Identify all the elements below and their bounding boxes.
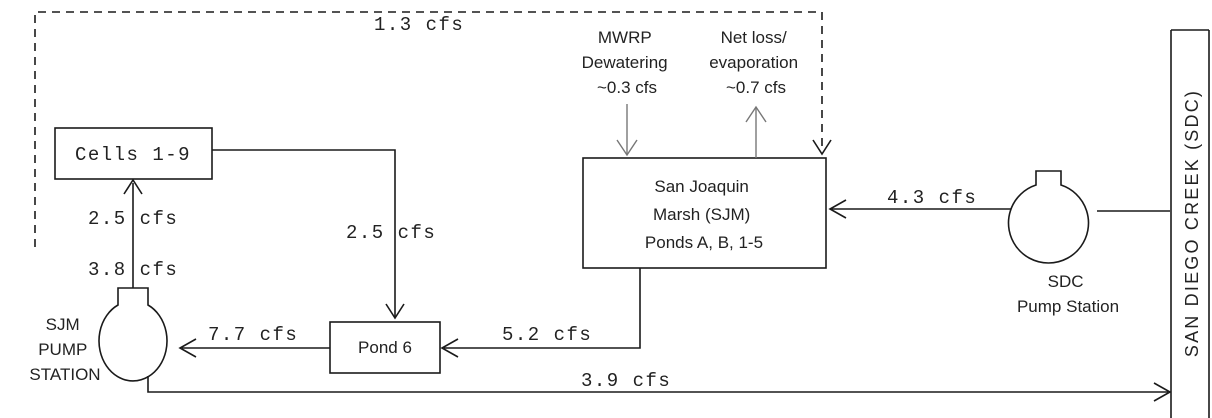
cells-box xyxy=(54,127,213,180)
sdc-to-sjm-arrowhead xyxy=(828,199,847,219)
pond6-to-pump-arrowhead xyxy=(178,338,197,358)
pump-to-creek-arrowhead xyxy=(1153,382,1172,402)
flow-label-pond6-to-pump: 7.7 cfs xyxy=(208,324,298,346)
mwrp-label: MWRP Dewatering ~0.3 cfs xyxy=(582,28,673,97)
netloss-label: Net loss/ evaporation ~0.7 cfs xyxy=(709,28,803,97)
pump-to-creek-line xyxy=(147,376,1168,393)
pond6-box xyxy=(329,321,441,374)
sjm-pump-label: SJM PUMP STATION xyxy=(29,315,100,384)
netloss-arrowhead xyxy=(745,105,767,123)
flow-label-sdc-to-sjm: 4.3 cfs xyxy=(887,187,977,209)
sjm-to-pond6-line xyxy=(444,268,641,349)
flow-label-cells-in: 2.5 cfs xyxy=(88,208,178,230)
sjm-to-pond6-arrowhead xyxy=(440,338,459,358)
recirculation-loop xyxy=(34,11,823,247)
cells-to-pond6-line xyxy=(212,149,396,318)
pond6-label: Pond 6 xyxy=(358,338,412,357)
sjm-pump-icon xyxy=(98,287,168,382)
flow-label-cells-to-pond6: 2.5 cfs xyxy=(346,222,436,244)
sdc-pump-label: SDC Pump Station xyxy=(1017,272,1119,316)
sjm-box xyxy=(582,157,827,269)
flow-label-sjm-to-pond6: 5.2 cfs xyxy=(502,324,592,346)
pump-to-cells-arrowhead xyxy=(123,178,143,195)
flow-label-pump-to-creek: 3.9 cfs xyxy=(581,370,671,392)
cells-to-pond6-arrowhead xyxy=(385,303,405,320)
sjm-label: San Joaquin Marsh (SJM) Ponds A, B, 1-5 xyxy=(645,177,763,252)
cells-label: Cells 1-9 xyxy=(75,144,191,166)
recirculation-arrowhead xyxy=(812,139,832,156)
mwrp-arrowhead xyxy=(616,139,638,157)
flow-label-pump-in: 3.8 cfs xyxy=(88,259,178,281)
sdc-pump-icon xyxy=(1007,170,1090,264)
creek-label: SAN DIEGO CREEK (SDC) xyxy=(1182,89,1202,357)
flow-label-recirculation: 1.3 cfs xyxy=(374,14,464,36)
